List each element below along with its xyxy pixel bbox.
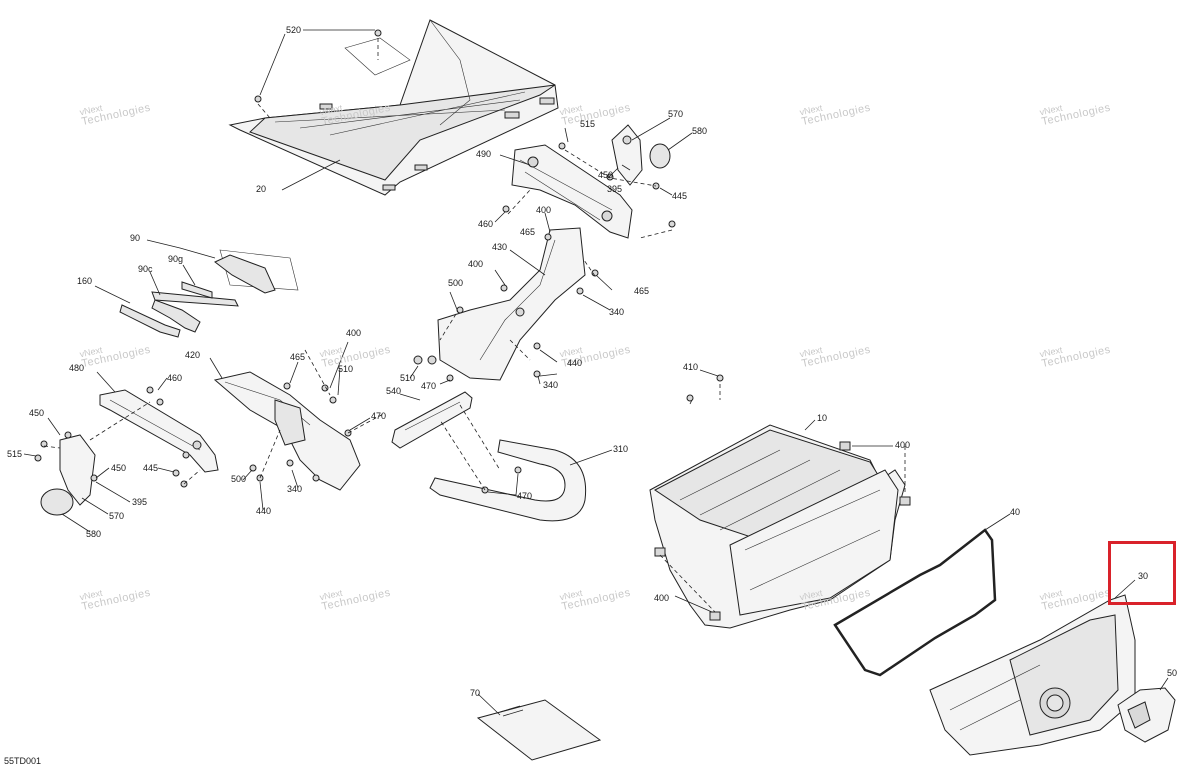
- part-label-480[interactable]: 480: [69, 363, 85, 373]
- part-20-tray: [228, 19, 559, 196]
- part-430-support: [437, 227, 586, 381]
- part-50-latch: [1117, 687, 1176, 743]
- part-label-90[interactable]: 90: [130, 233, 141, 243]
- part-70-manual: [476, 699, 602, 761]
- part-570-bracket: [611, 124, 643, 186]
- part-label-460[interactable]: 460: [478, 219, 494, 229]
- part-40-seal: [833, 528, 997, 677]
- part-label-40[interactable]: 40: [1010, 507, 1021, 517]
- part-label-400[interactable]: 400: [895, 440, 911, 450]
- part-label-520[interactable]: 520: [286, 25, 302, 35]
- part-label-395[interactable]: 395: [607, 184, 623, 194]
- part-label-515[interactable]: 515: [580, 119, 596, 129]
- part-10-main-bin: [649, 424, 911, 629]
- part-label-310[interactable]: 310: [613, 444, 629, 454]
- part-420-guard: [213, 371, 361, 491]
- part-label-570[interactable]: 570: [668, 109, 684, 119]
- part-label-30[interactable]: 30: [1138, 571, 1149, 581]
- highlight-box: [1108, 541, 1176, 605]
- part-30-lid: [929, 594, 1136, 756]
- leader-lines: [23, 29, 1169, 716]
- part-label-400[interactable]: 400: [654, 593, 670, 603]
- part-label-470[interactable]: 470: [517, 491, 533, 501]
- part-label-445[interactable]: 445: [143, 463, 159, 473]
- part-label-340[interactable]: 340: [543, 380, 559, 390]
- part-label-440[interactable]: 440: [567, 358, 583, 368]
- part-label-570[interactable]: 570: [109, 511, 125, 521]
- part-label-20[interactable]: 20: [256, 184, 267, 194]
- part-label-430[interactable]: 430: [492, 242, 508, 252]
- part-580-cap: [649, 143, 671, 169]
- part-label-50[interactable]: 50: [1167, 668, 1178, 678]
- part-label-400[interactable]: 400: [468, 259, 484, 269]
- part-label-580[interactable]: 580: [86, 529, 102, 539]
- part-label-465[interactable]: 465: [290, 352, 306, 362]
- part-label-580[interactable]: 580: [692, 126, 708, 136]
- part-label-400[interactable]: 400: [536, 205, 552, 215]
- part-label-450[interactable]: 450: [598, 170, 614, 180]
- part-label-465[interactable]: 465: [520, 227, 536, 237]
- part-label-340[interactable]: 340: [287, 484, 303, 494]
- part-label-510[interactable]: 510: [400, 373, 416, 383]
- part-540-rail: [391, 391, 473, 449]
- part-label-395[interactable]: 395: [132, 497, 148, 507]
- part-label-465[interactable]: 465: [634, 286, 650, 296]
- part-label-420[interactable]: 420: [185, 350, 201, 360]
- part-label-500[interactable]: 500: [231, 474, 247, 484]
- diagram-code: 55TD001: [4, 756, 42, 766]
- part-label-470[interactable]: 470: [371, 411, 387, 421]
- part-label-90c[interactable]: 90c: [138, 264, 153, 274]
- part-490-bracket: [511, 144, 633, 239]
- part-label-540[interactable]: 540: [386, 386, 402, 396]
- part-90-tool-kit: [119, 249, 299, 338]
- part-label-445[interactable]: 445: [672, 191, 688, 201]
- part-310-handle: [429, 439, 587, 522]
- part-label-500[interactable]: 500: [448, 278, 464, 288]
- part-label-440[interactable]: 440: [256, 506, 272, 516]
- part-label-450[interactable]: 450: [111, 463, 127, 473]
- part-label-400[interactable]: 400: [346, 328, 362, 338]
- part-label-10[interactable]: 10: [817, 413, 828, 423]
- assembly-lines: [43, 38, 906, 613]
- part-label-470[interactable]: 470: [421, 381, 437, 391]
- part-label-410[interactable]: 410: [683, 362, 699, 372]
- fasteners: [34, 29, 724, 494]
- part-label-460[interactable]: 460: [167, 373, 183, 383]
- part-label-70[interactable]: 70: [470, 688, 481, 698]
- part-label-490[interactable]: 490: [476, 149, 492, 159]
- part-label-450[interactable]: 450: [29, 408, 45, 418]
- part-label-515[interactable]: 515: [7, 449, 23, 459]
- part-480-frame: [99, 389, 219, 473]
- part-label-510[interactable]: 510: [338, 364, 354, 374]
- part-580-left-cap: [40, 488, 74, 516]
- part-label-340[interactable]: 340: [609, 307, 625, 317]
- part-label-160[interactable]: 160: [77, 276, 93, 286]
- part-label-90g[interactable]: 90g: [168, 254, 184, 264]
